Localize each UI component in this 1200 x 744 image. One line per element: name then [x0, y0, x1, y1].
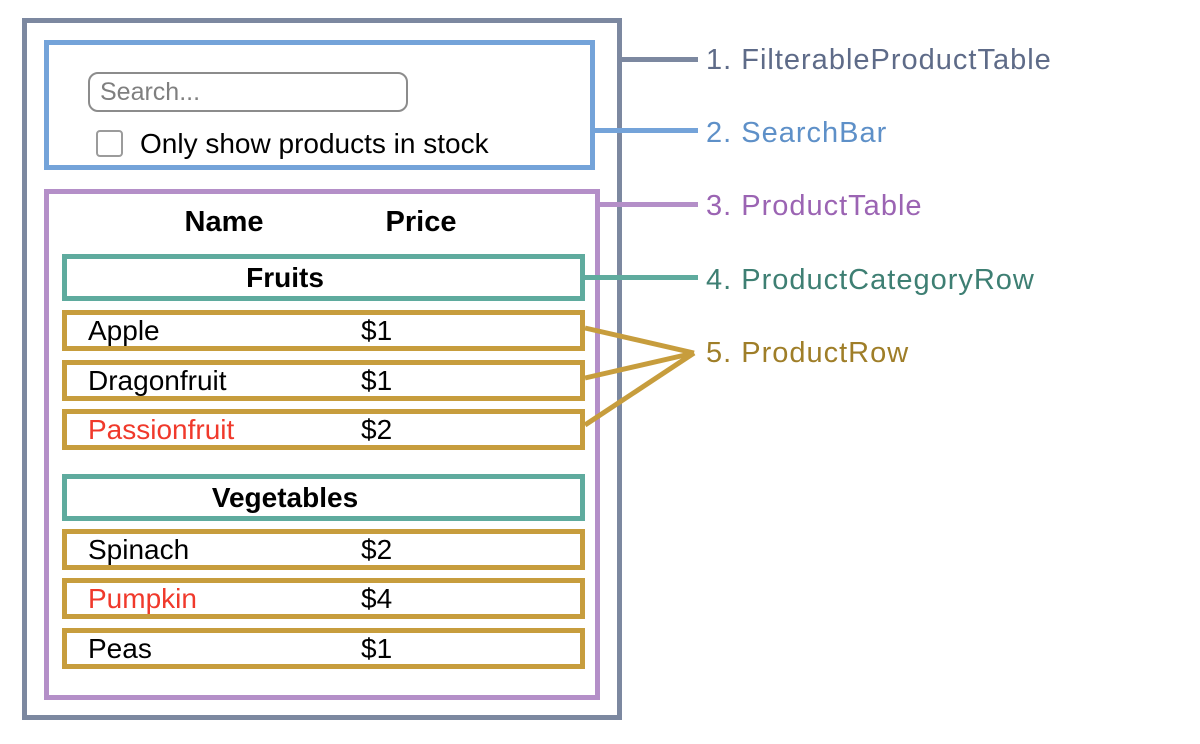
product-price: $1 [361, 314, 393, 346]
category-label: Fruits [246, 261, 324, 293]
search-bar-box: Only show products in stock [44, 40, 595, 170]
in-stock-checkbox-label: Only show products in stock [140, 128, 489, 159]
connector-product-rows-fan [583, 325, 696, 428]
connector-product-category-row [583, 275, 698, 280]
connector-row-dragonfruit [584, 350, 695, 381]
legend-product-row: 5. ProductRow [706, 337, 910, 369]
product-name: Passionfruit [88, 413, 235, 445]
product-name: Spinach [88, 533, 190, 565]
legend-filterable-product-table: 1. FilterableProductTable [706, 44, 1052, 76]
category-row-fruits: Fruits [62, 254, 585, 301]
product-row-peas: Peas $1 [62, 628, 585, 669]
product-name: Dragonfruit [88, 364, 227, 396]
product-row-pumpkin: Pumpkin $4 [62, 578, 585, 619]
name-column-header: Name [184, 206, 264, 238]
filterable-product-table-box: Only show products in stock Name Price F… [22, 18, 622, 720]
product-row-dragonfruit: Dragonfruit $1 [62, 360, 585, 401]
product-row-spinach: Spinach $2 [62, 529, 585, 570]
product-price: $1 [361, 632, 393, 664]
legend-product-table: 3. ProductTable [706, 190, 923, 222]
category-label: Vegetables [211, 481, 359, 513]
product-price: $2 [361, 413, 393, 445]
legend-product-category-row: 4. ProductCategoryRow [706, 264, 1035, 296]
product-price: $2 [361, 533, 393, 565]
product-price: $1 [361, 364, 393, 396]
connector-search-bar [593, 128, 698, 133]
connector-row-passionfruit [583, 350, 696, 428]
product-row-passionfruit: Passionfruit $2 [62, 409, 585, 450]
product-table-box: Name Price Fruits Apple $1 Dragonfruit $… [44, 189, 600, 700]
price-column-header: Price [385, 206, 457, 238]
category-row-vegetables: Vegetables [62, 474, 585, 521]
connector-row-apple [584, 325, 695, 356]
connector-filterable-product-table [620, 57, 698, 62]
product-name: Pumpkin [88, 582, 197, 614]
search-input[interactable] [88, 72, 408, 112]
product-row-apple: Apple $1 [62, 310, 585, 351]
in-stock-checkbox[interactable] [96, 130, 123, 157]
product-name: Peas [88, 632, 152, 664]
connector-product-table [598, 202, 698, 207]
legend-search-bar: 2. SearchBar [706, 117, 888, 149]
product-price: $4 [361, 582, 393, 614]
product-name: Apple [88, 314, 160, 346]
